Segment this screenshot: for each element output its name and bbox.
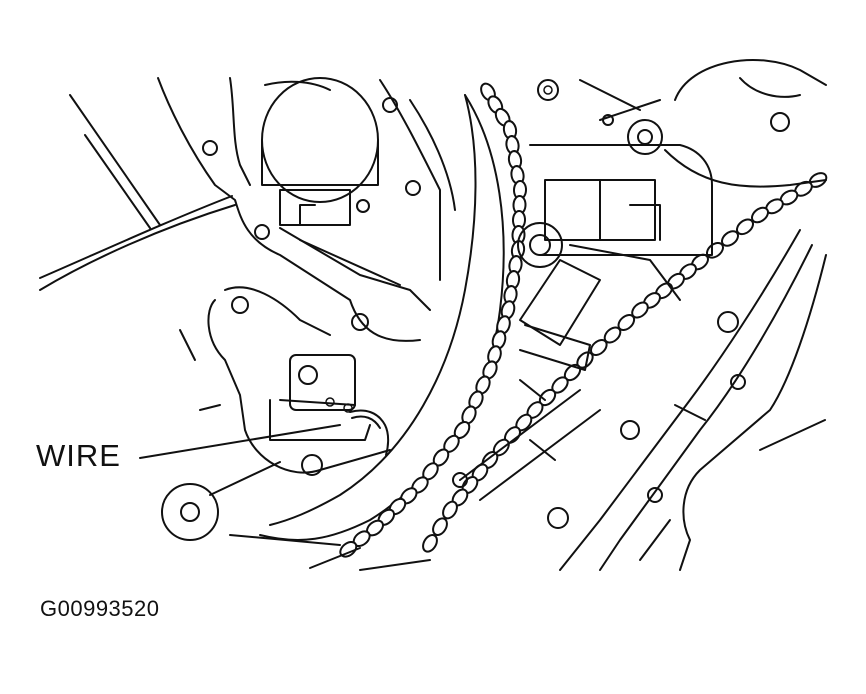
chain-link — [432, 517, 448, 537]
timing-chain — [339, 82, 828, 558]
chain-link — [751, 206, 769, 224]
upper-left-housing — [39, 77, 456, 342]
sensor-bracket — [161, 286, 391, 546]
callout-leader-line — [139, 424, 341, 459]
lower-chain-guide — [309, 379, 601, 571]
chain-link — [721, 230, 739, 247]
sensor-wire — [349, 409, 390, 456]
cam-sprocket — [537, 59, 827, 188]
right-housing — [547, 229, 827, 571]
chain-tensioner — [517, 144, 713, 371]
figure-id: G00993520 — [40, 596, 160, 621]
chain-link — [736, 218, 754, 236]
chain-link — [442, 500, 458, 520]
wire-callout-label: WIRE — [36, 438, 121, 473]
chain-link — [422, 533, 438, 553]
